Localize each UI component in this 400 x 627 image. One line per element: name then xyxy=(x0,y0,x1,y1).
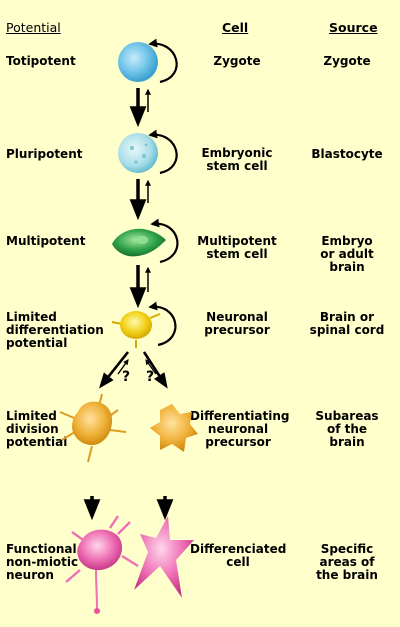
arrow-back-left xyxy=(117,359,129,375)
cell-label-neuronal-precursor: Neuronal precursor xyxy=(204,310,270,337)
source-label-specific-areas: Specific areas of the brain xyxy=(316,542,378,582)
multipotent-stem-cell xyxy=(112,218,179,264)
source-label-zygote: Zygote xyxy=(323,54,371,68)
potential-label-functional: Functional non-miotic neuron xyxy=(6,542,79,582)
cell-label-multipotent: Multipotent stem cell xyxy=(197,234,277,261)
header-source: Source xyxy=(329,20,378,35)
cell-label-zygote: Zygote xyxy=(213,54,261,68)
arrow-diverge-left xyxy=(99,351,130,389)
question-mark-right: ? xyxy=(146,369,154,385)
header-cell: Cell xyxy=(222,20,249,35)
neuron-right xyxy=(134,516,194,598)
neuron-left xyxy=(65,515,139,614)
potential-label-limited-differentiation: Limited differentiation potential xyxy=(6,310,104,350)
embryonic-stem-cell xyxy=(118,129,178,175)
header-potential: Potential xyxy=(6,20,61,35)
cell-label-differentiating: Differentiating neuronal precursor xyxy=(190,409,290,449)
potential-label-totipotent: Totipotent xyxy=(6,54,76,68)
arrow-diverge-right xyxy=(142,351,168,389)
zygote-cell xyxy=(118,38,178,84)
source-label-subareas: Subareas of the brain xyxy=(315,409,379,449)
cell-label-embryonic: Embryonic stem cell xyxy=(201,146,273,173)
differentiating-precursor-right xyxy=(150,404,198,452)
potential-label-pluripotent: Pluripotent xyxy=(6,147,83,161)
neuronal-precursor-cell xyxy=(111,301,177,348)
arrow-back-right xyxy=(145,359,157,375)
source-label-blastocyte: Blastocyte xyxy=(311,147,383,161)
question-mark-left: ? xyxy=(122,369,130,385)
source-label-brain-spinal: Brain or spinal cord xyxy=(309,310,385,337)
cell-label-differenciated: Differenciated cell xyxy=(190,542,287,569)
potential-label-limited-division: Limited division potential xyxy=(6,409,68,449)
source-label-embryo: Embryo or adult brain xyxy=(320,234,374,274)
potential-label-multipotent: Multipotent xyxy=(6,234,86,248)
differentiating-precursor-left xyxy=(59,393,127,463)
